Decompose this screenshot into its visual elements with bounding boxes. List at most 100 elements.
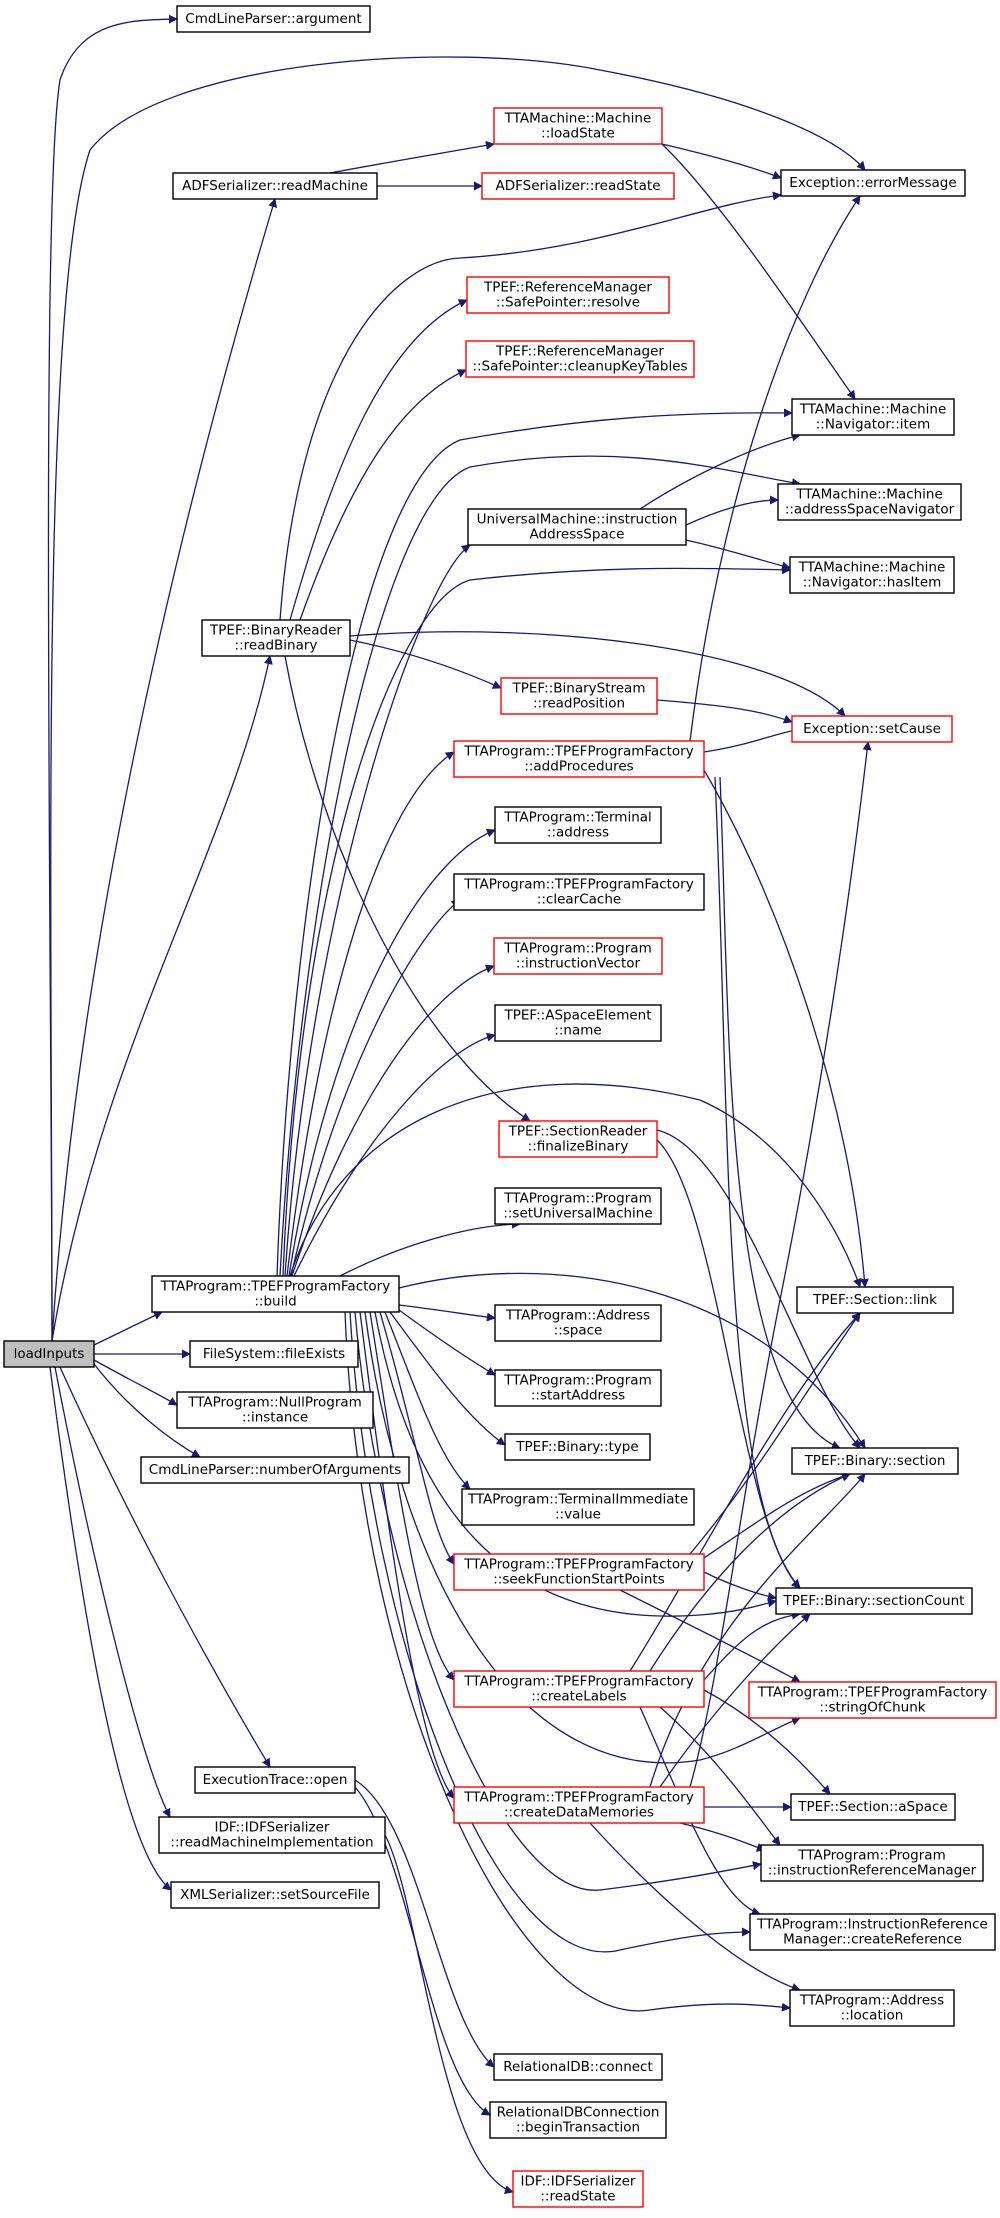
- node-box[interactable]: [791, 1447, 959, 1475]
- node-exec-open[interactable]: ExecutionTrace::open: [194, 1766, 356, 1794]
- node-ti-value[interactable]: TTAProgram::TerminalImmediate::value: [461, 1488, 695, 1526]
- node-tpef-read-binary[interactable]: TPEF::BinaryReader::readBinary: [201, 619, 351, 657]
- node-label: ::setUniversalMachine: [503, 1206, 652, 1222]
- node-box[interactable]: [789, 556, 955, 594]
- node-box[interactable]: [760, 1844, 984, 1882]
- node-string-of-chunk[interactable]: TTAProgram::TPEFProgramFactory::stringOf…: [748, 1681, 997, 1719]
- node-box[interactable]: [140, 1456, 410, 1484]
- node-box[interactable]: [466, 276, 670, 314]
- node-box[interactable]: [461, 1488, 695, 1526]
- node-sec-a-space[interactable]: TPEF::Section::aSpace: [790, 1793, 956, 1821]
- node-db-begin-tx[interactable]: RelationalDBConnection::beginTransaction: [489, 2101, 667, 2139]
- node-box[interactable]: [500, 677, 658, 715]
- node-box[interactable]: [494, 1304, 662, 1342]
- node-irm[interactable]: TTAProgram::Program::instructionReferenc…: [760, 1844, 984, 1882]
- node-nav-item[interactable]: TTAMachine::Machine::Navigator::item: [791, 398, 955, 436]
- node-clear-cache[interactable]: TTAProgram::TPEFProgramFactory::clearCac…: [453, 873, 705, 911]
- node-box[interactable]: [176, 1391, 374, 1429]
- node-box[interactable]: [775, 1587, 973, 1615]
- node-box[interactable]: [777, 483, 962, 521]
- node-box[interactable]: [512, 2170, 644, 2208]
- node-box[interactable]: [498, 1120, 658, 1158]
- node-box[interactable]: [170, 1881, 380, 1909]
- node-addr-space[interactable]: TTAProgram::Address::space: [494, 1304, 662, 1342]
- node-box[interactable]: [467, 508, 687, 546]
- node-seek-f-s-p[interactable]: TTAProgram::TPEFProgramFactory::seekFunc…: [453, 1553, 705, 1591]
- node-instr-vector[interactable]: TTAProgram::Program::instructionVector: [493, 937, 663, 975]
- node-load-inputs[interactable]: loadInputs: [3, 1340, 95, 1368]
- node-bs-read-pos[interactable]: TPEF::BinaryStream::readPosition: [500, 677, 658, 715]
- node-box[interactable]: [780, 169, 966, 197]
- node-set-u-m[interactable]: TTAProgram::Program::setUniversalMachine: [494, 1187, 662, 1225]
- edge-build-clearcache: [290, 899, 461, 1277]
- node-finalize-binary[interactable]: TPEF::SectionReader::finalizeBinary: [498, 1120, 658, 1158]
- node-ref-cleanup[interactable]: TPEF::ReferenceManager::SafePointer::cle…: [465, 340, 695, 378]
- node-box[interactable]: [494, 1187, 662, 1225]
- node-box[interactable]: [189, 1340, 359, 1368]
- node-xml-set-source[interactable]: XMLSerializer::setSourceFile: [170, 1881, 380, 1909]
- node-box[interactable]: [493, 2053, 663, 2081]
- node-ref-resolve[interactable]: TPEF::ReferenceManager::SafePointer::res…: [466, 276, 670, 314]
- node-exc-set-cause[interactable]: Exception::setCause: [791, 715, 953, 743]
- node-box[interactable]: [796, 1286, 954, 1314]
- edge-loadinputs-errormessage: [50, 56, 866, 1342]
- node-term-address[interactable]: TTAProgram::Terminal::address: [494, 806, 662, 844]
- node-adf-read-state[interactable]: ADFSerializer::readState: [481, 172, 675, 200]
- node-box[interactable]: [176, 5, 371, 33]
- node-idf-read-state[interactable]: IDF::IDFSerializer::readState: [512, 2170, 644, 2208]
- node-as-navigator[interactable]: TTAMachine::Machine::addressSpaceNavigat…: [777, 483, 962, 521]
- node-box[interactable]: [489, 2101, 667, 2139]
- node-box[interactable]: [791, 715, 953, 743]
- node-box[interactable]: [494, 1004, 662, 1042]
- node-adf-read-machine[interactable]: ADFSerializer::readMachine: [172, 172, 378, 200]
- node-tpef-build[interactable]: TTAProgram::TPEFProgramFactory::build: [151, 1275, 400, 1313]
- node-box[interactable]: [789, 1989, 955, 2027]
- node-box[interactable]: [194, 1766, 356, 1794]
- node-exc-error-message[interactable]: Exception::errorMessage: [780, 169, 966, 197]
- node-box[interactable]: [201, 619, 351, 657]
- node-add-procs[interactable]: TTAProgram::TPEFProgramFactory::addProce…: [453, 740, 705, 778]
- node-null-instance[interactable]: TTAProgram::NullProgram::instance: [176, 1391, 374, 1429]
- node-create-ref[interactable]: TTAProgram::InstructionReferenceManager:…: [749, 1913, 996, 1951]
- node-label: TTAMachine::Machine: [504, 111, 652, 127]
- node-box[interactable]: [504, 1433, 651, 1461]
- node-box[interactable]: [481, 172, 675, 200]
- node-box[interactable]: [3, 1340, 95, 1368]
- node-start-addr[interactable]: TTAProgram::Program::startAddress: [494, 1369, 662, 1407]
- node-box[interactable]: [749, 1913, 996, 1951]
- node-idf-read-impl[interactable]: IDF::IDFSerializer::readMachineImplement…: [158, 1816, 386, 1854]
- node-box[interactable]: [453, 873, 705, 911]
- edge-build-aspacename: [293, 1032, 496, 1277]
- node-aspace-name[interactable]: TPEF::ASpaceElement::name: [494, 1004, 662, 1042]
- node-box[interactable]: [453, 1670, 705, 1708]
- node-label: TPEF::BinaryReader: [209, 623, 342, 639]
- node-box[interactable]: [465, 340, 695, 378]
- node-box[interactable]: [493, 107, 663, 145]
- node-box[interactable]: [790, 1793, 956, 1821]
- node-box[interactable]: [453, 1786, 705, 1824]
- node-box[interactable]: [151, 1275, 400, 1313]
- node-box[interactable]: [494, 1369, 662, 1407]
- node-bin-type[interactable]: TPEF::Binary::type: [504, 1433, 651, 1461]
- node-nav-has-item[interactable]: TTAMachine::Machine::Navigator::hasItem: [789, 556, 955, 594]
- node-db-connect[interactable]: RelationalDB::connect: [493, 2053, 663, 2081]
- node-file-exists[interactable]: FileSystem::fileExists: [189, 1340, 359, 1368]
- node-box[interactable]: [453, 1553, 705, 1591]
- node-cmd-arg[interactable]: CmdLineParser::argument: [176, 5, 371, 33]
- node-um-instr-space[interactable]: UniversalMachine::instructionAddressSpac…: [467, 508, 687, 546]
- node-sec-link[interactable]: TPEF::Section::link: [796, 1286, 954, 1314]
- node-bin-section[interactable]: TPEF::Binary::section: [791, 1447, 959, 1475]
- node-create-labels[interactable]: TTAProgram::TPEFProgramFactory::createLa…: [453, 1670, 705, 1708]
- node-box[interactable]: [453, 740, 705, 778]
- node-box[interactable]: [748, 1681, 997, 1719]
- node-create-data-mem[interactable]: TTAProgram::TPEFProgramFactory::createDa…: [453, 1786, 705, 1824]
- node-box[interactable]: [172, 172, 378, 200]
- node-box[interactable]: [494, 806, 662, 844]
- node-box[interactable]: [158, 1816, 386, 1854]
- node-addr-location[interactable]: TTAProgram::Address::location: [789, 1989, 955, 2027]
- node-box[interactable]: [493, 937, 663, 975]
- node-sec-count[interactable]: TPEF::Binary::sectionCount: [775, 1587, 973, 1615]
- node-num-args[interactable]: CmdLineParser::numberOfArguments: [140, 1456, 410, 1484]
- node-mach-load-state[interactable]: TTAMachine::Machine::loadState: [493, 107, 663, 145]
- node-box[interactable]: [791, 398, 955, 436]
